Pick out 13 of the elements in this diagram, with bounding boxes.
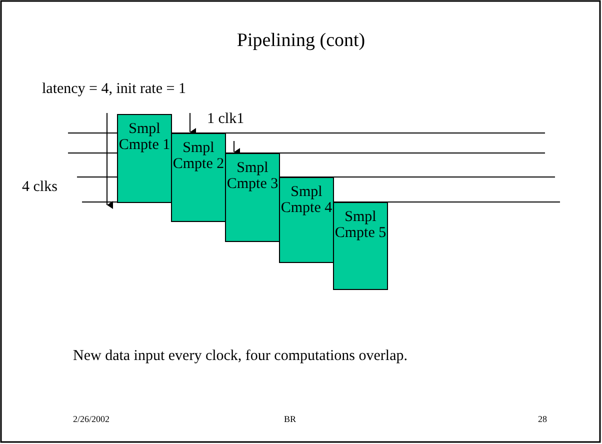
stage-box: Smpl Cmpte 1 bbox=[117, 114, 172, 203]
page-number: 28 bbox=[538, 414, 547, 424]
stage-box: Smpl Cmpte 5 bbox=[333, 202, 388, 290]
stage-box: Smpl Cmpte 3 bbox=[225, 153, 280, 242]
date-text: 2/26/2002 bbox=[73, 414, 110, 424]
caption-text: New data input every clock, four computations overlap. bbox=[73, 348, 408, 365]
author-text: BR bbox=[284, 414, 296, 424]
dimension-label: 1 clk1 bbox=[207, 111, 244, 128]
dimension-label: 4 clks bbox=[22, 179, 58, 196]
stage-box: Smpl Cmpte 2 bbox=[171, 133, 226, 222]
slide-title: Pipelining (cont) bbox=[236, 30, 366, 52]
note-text: latency = 4, init rate = 1 bbox=[42, 81, 186, 98]
stage-box: Smpl Cmpte 4 bbox=[279, 177, 334, 263]
